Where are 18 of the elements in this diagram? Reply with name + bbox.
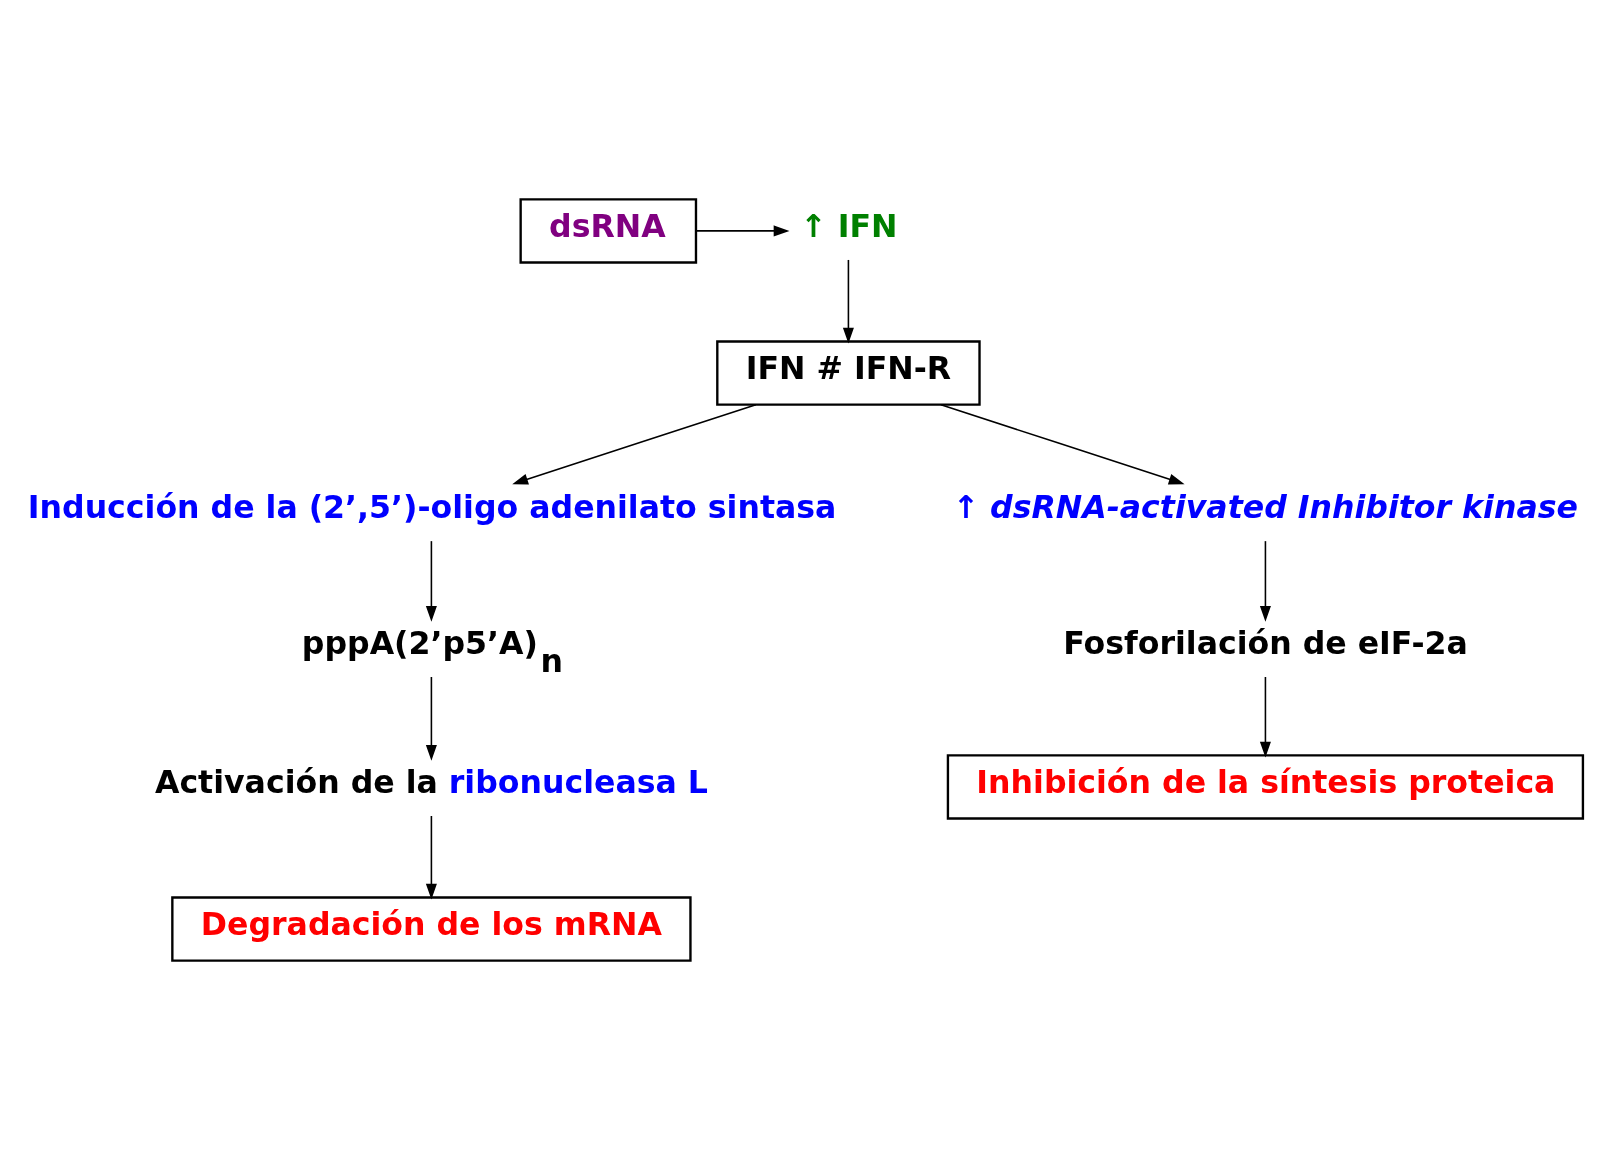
node-text: Activación de la ribonucleasa L [154, 764, 708, 801]
arrow [842, 259, 854, 344]
node-text: ↑ dsRNA-activated Inhibitor kinase [952, 489, 1578, 526]
arrow [1259, 676, 1271, 758]
arrow [425, 676, 437, 761]
node-box: Degradación de los mRNA [171, 896, 692, 962]
node-box: IFN # IFN-R [716, 340, 981, 406]
node-text: ↑ IFN [800, 208, 898, 245]
arrow [425, 540, 437, 622]
arrow [1259, 540, 1271, 622]
arrow [512, 404, 757, 485]
node-text: Fosforilación de eIF-2a [1063, 625, 1468, 662]
node-box: dsRNA [519, 198, 698, 264]
node-text: Inducción de la (2’,5’)-oligo adenilato sintasa [27, 489, 837, 526]
arrow [940, 404, 1185, 485]
arrow [425, 815, 437, 900]
node-box: Inhibición de la síntesis proteica [946, 754, 1585, 820]
arrow [695, 225, 790, 237]
